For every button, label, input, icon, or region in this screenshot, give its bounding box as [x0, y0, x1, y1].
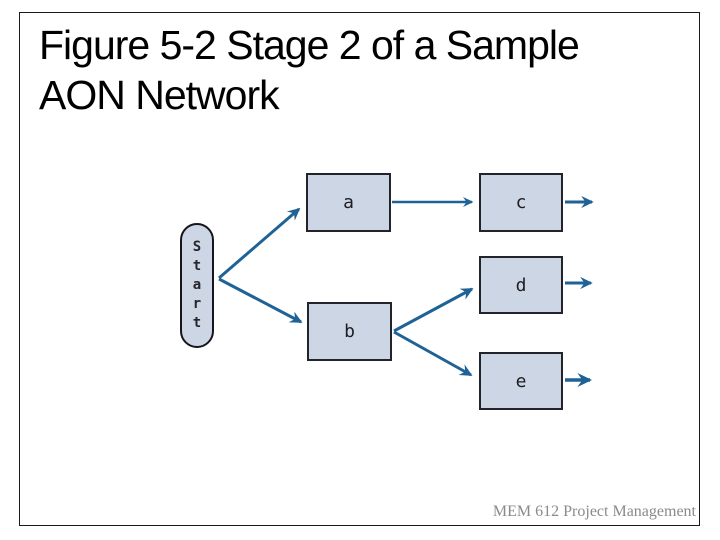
edge-start-a [218, 207, 301, 280]
start-letter: r [192, 296, 202, 312]
node-d: d [479, 256, 563, 314]
node-c: c [479, 173, 563, 232]
node-e-label: e [515, 370, 527, 392]
start-letter: a [192, 277, 202, 293]
node-c-label: c [515, 192, 527, 213]
node-a: a [306, 173, 391, 232]
start-letter: t [192, 258, 202, 274]
slide-title-line1: Figure 5-2 Stage 2 of a Sample [39, 22, 580, 68]
start-letter: S [192, 239, 202, 255]
edge-b-e [393, 330, 473, 377]
slide-footer: MEM 612 Project Management [492, 503, 696, 520]
edge-start-b [218, 277, 303, 324]
node-start: S t a r t [180, 223, 214, 348]
start-letter: t [192, 315, 202, 331]
node-d-label: d [515, 274, 527, 296]
node-b: b [307, 302, 392, 361]
edge-b-d [393, 287, 474, 333]
node-b-label: b [344, 321, 355, 342]
slide-title-line2: AON Network [39, 72, 280, 118]
slide-border [19, 12, 700, 526]
node-e: e [479, 352, 563, 410]
slide-title: Figure 5-2 Stage 2 of a Sample AON Netwo… [39, 20, 679, 120]
node-a-label: a [343, 192, 354, 213]
